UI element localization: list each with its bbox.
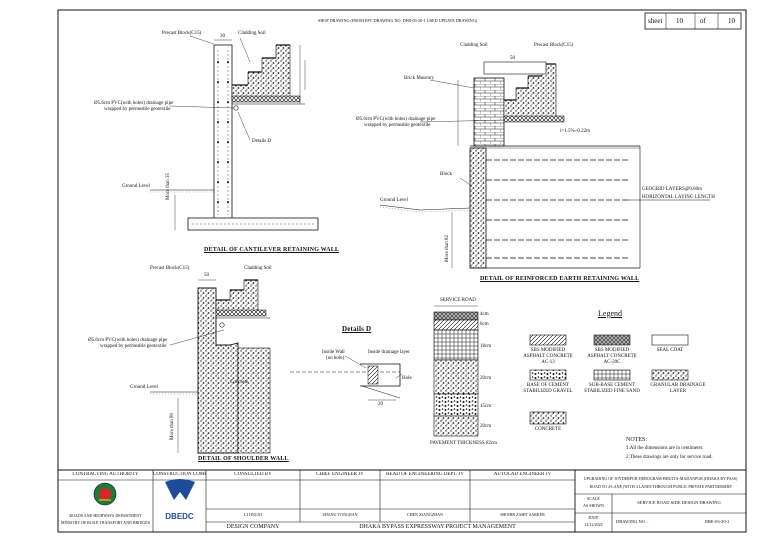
cantilever-cladding-label: Cladding Soil bbox=[238, 31, 266, 36]
tb-name-autocad: SHOHIB ZAHIT SARKER bbox=[500, 512, 545, 517]
shoulder-precast-label: Precast Block(C15) bbox=[150, 266, 190, 271]
shoulder-concrete-label: Concrete bbox=[230, 380, 249, 385]
layer-thickness-2: 6cm bbox=[480, 322, 489, 327]
cantilever-pipe-line1: Ø5.6cm PVC(with holes) drainage pipe bbox=[94, 101, 174, 106]
reinforced-brick-label: Brick Masonry bbox=[404, 76, 435, 81]
dbedc-logo-mark bbox=[165, 479, 195, 500]
details-d-title: Details D bbox=[342, 325, 372, 333]
layer-thickness-4: 20cm bbox=[480, 376, 492, 381]
shoulder-ground-label: Ground Level bbox=[130, 385, 158, 390]
shoulder-cladding-label: Cladding Soil bbox=[244, 266, 272, 271]
legend-item-seal-coat: SEAL COAT bbox=[656, 348, 684, 353]
shoulder-depth-label: More than 80 bbox=[170, 413, 175, 440]
shoulder-wall-drawing bbox=[150, 279, 271, 454]
reinforced-depth-label: More than 82 bbox=[445, 235, 450, 262]
layer-thickness-3: 18cm bbox=[480, 344, 492, 349]
legend-swatches bbox=[529, 334, 689, 425]
tb-project-desc-line2: ROAD TO 4-LANE (WITH 4 LANES THROUGH PUB… bbox=[589, 484, 732, 489]
legend-item-ac20c: SBS MODIFIED ASPHALT CONCRETE AC-20C bbox=[587, 348, 637, 365]
tb-name-head: CHEN XIANGZHAN bbox=[407, 512, 443, 517]
reinforced-title: DETAIL OF REINFORCED EARTH RETAINING WAL… bbox=[480, 276, 640, 282]
layer-thickness-6: 20cm bbox=[480, 424, 492, 429]
reinforced-block-label: Block bbox=[440, 172, 452, 177]
cantilever-title: DETAIL OF CANTILEVER RETAINING WALL bbox=[204, 247, 340, 253]
hole-label: Hole bbox=[402, 376, 412, 381]
sheet-label: sheet bbox=[648, 17, 663, 25]
cantilever-dim-top: 30 bbox=[220, 34, 225, 39]
cantilever-depth-label: More than 35 bbox=[166, 173, 171, 200]
details-d-drawing bbox=[290, 355, 403, 401]
layer-thickness-1: 4cm bbox=[480, 312, 489, 317]
tb-date-label: DATE bbox=[588, 515, 599, 520]
tb-contracting-authority: CONTRACTING AUTHORITY bbox=[72, 472, 139, 477]
cantilever-ground-label: Ground Level bbox=[122, 184, 150, 189]
reinforced-dim-top: 50 bbox=[510, 56, 515, 61]
reinforced-pipe-line1: Ø5.6cm PVC(with holes) drainage pipe bbox=[356, 117, 436, 122]
sheet-total: 10 bbox=[728, 17, 735, 25]
tb-drawing-no: DBE-03-20-1 bbox=[704, 519, 730, 524]
geogrid-label-line2: HORIZONTAL LAYING LENGTH bbox=[642, 195, 715, 200]
reinforced-slope-label: i=1.5%~0.22m bbox=[560, 129, 590, 134]
geogrid-label-line1: GEOGRID LAYERS@0.60m bbox=[642, 187, 702, 192]
tb-scale-label: SCALE bbox=[587, 496, 600, 501]
tb-consulted-by: CONSULTED BY bbox=[234, 472, 272, 477]
pavement-thickness-label: PAVEMENT THICKNESS 82cm bbox=[430, 441, 498, 446]
of-label: of bbox=[700, 17, 706, 25]
shoulder-dim-top: 50 bbox=[204, 273, 209, 278]
reinforced-cladding-label: Cladding Soil bbox=[460, 43, 488, 48]
legend-title: Legend bbox=[598, 309, 622, 318]
tb-head-engineering: HEAD OF ENGINEERING DEPT. JV bbox=[385, 472, 465, 477]
reinforced-ground-label: Ground Level bbox=[380, 198, 408, 203]
pavement-section-drawing bbox=[433, 305, 479, 437]
tb-project-desc-line1: UPGRADING OF JOYDEBPUR-DEBOGRAM-BHULTA-M… bbox=[583, 476, 738, 481]
top-note: SHOP DRAWING (FROM EPC DRAWING NO. DEB-0… bbox=[318, 18, 478, 23]
cantilever-details-label: Details D bbox=[252, 139, 272, 144]
tb-drawing-no-label: DRAWING NO. : bbox=[616, 519, 649, 524]
notes-line-2: 2.These drawings are only for service ro… bbox=[626, 455, 713, 460]
shoulder-pipe-line1: Ø5.6cm PVC(with holes) drainage pipe bbox=[88, 338, 168, 343]
shoulder-title: DETAIL OF SHOULDER WALL bbox=[198, 456, 289, 462]
tb-date-value: 12/12/2022 bbox=[584, 522, 603, 527]
sheet-number: 10 bbox=[676, 17, 683, 25]
tb-name-chief: ZHANG YONGJIAN bbox=[322, 512, 358, 517]
legend-item-granular-drainage: GRANULAR DRAINAGE LAYER bbox=[650, 383, 706, 394]
legend-item-cement-gravel: BASE OF CEMENT STABILIZED GRAVEL bbox=[523, 383, 573, 394]
tb-autocad-engineer: AUTOCAD ENGINEER JV bbox=[493, 472, 552, 477]
tb-scale-value: AS SHOWN bbox=[583, 503, 604, 508]
legend-item-ac13: SBS MODIFIED ASPHALT CONCRETE AC-13 bbox=[523, 348, 573, 365]
notes-title: NOTES: bbox=[626, 437, 647, 443]
inside-wall-line1: Inside Wall bbox=[322, 350, 345, 355]
roads-dept-seal bbox=[93, 482, 117, 506]
notes-line-1: 1.All the dimensions are in centimeter. bbox=[626, 446, 704, 451]
cantilever-precast-label: Precast Block(C15) bbox=[162, 31, 202, 36]
tb-design-company: DESIGN COMPANY bbox=[226, 524, 280, 530]
reinforced-precast-label: Precast Block(C15) bbox=[534, 43, 574, 48]
layer-thickness-5: 15cm bbox=[480, 404, 492, 409]
tb-construction-company: CONSTRUCTION COMPANY bbox=[153, 472, 206, 477]
service-road-label: SERVICE ROAD bbox=[440, 298, 476, 303]
shoulder-pipe-line2: wrapped by permeable geotextile bbox=[100, 344, 167, 349]
inside-drainage-label: Inside drainage layer bbox=[368, 350, 410, 355]
reinforced-wall-drawing bbox=[379, 61, 710, 269]
tb-drawing-name: SERVICE ROAD SIDE DESIGN DRAWING bbox=[637, 500, 721, 505]
tb-contractor-logo-text: DBEDC bbox=[165, 512, 194, 521]
tb-roads-dept-line2: MINISTRY OF ROAD TRANSPORT AND BRIDGES bbox=[61, 520, 150, 525]
tb-roads-dept-line1: ROADS AND HIGHWAYS DEPARTMENT bbox=[69, 513, 142, 518]
tb-project-name: DHAKA BYPASS EXPRESSWAY PROJECT MANAGEME… bbox=[359, 524, 516, 530]
details-d-dim: 20 bbox=[378, 402, 383, 407]
title-block-grid bbox=[58, 469, 746, 532]
cantilever-pipe-line2: wrapped by permeable geotextile bbox=[104, 107, 171, 112]
inside-wall-line2: (no hole) bbox=[326, 356, 345, 361]
legend-item-cement-sand: SUB-BASE CEMENT STABILIZED FINE SAND bbox=[584, 383, 640, 394]
legend-item-concrete: CONCRETE bbox=[534, 427, 562, 432]
tb-name-consultant: LI JINGXI bbox=[244, 512, 262, 517]
tb-chief-engineer: CHIEF ENGINEER JV bbox=[316, 472, 364, 477]
reinforced-pipe-line2: wrapped by permeable geotextile bbox=[364, 123, 431, 128]
cantilever-wall-drawing bbox=[150, 35, 319, 231]
